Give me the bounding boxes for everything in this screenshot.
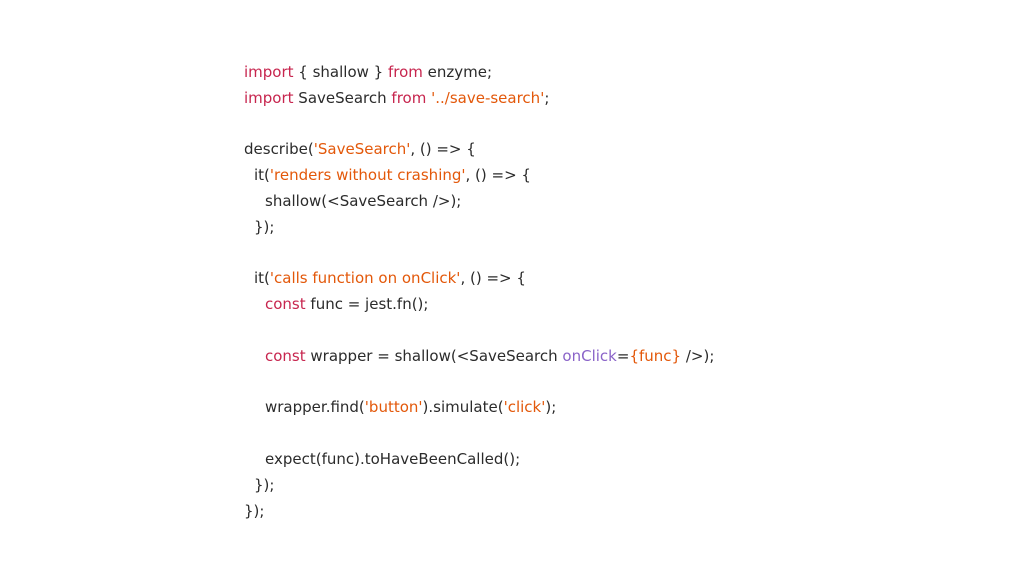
- code-token-plain: expect(func).toHaveBeenCalled();: [265, 449, 521, 468]
- code-token-plain: );: [545, 398, 557, 417]
- code-line: it('calls function on onClick', () => {: [244, 266, 714, 292]
- code-line: wrapper.find('button').simulate('click')…: [244, 395, 714, 421]
- code-line: });: [244, 473, 714, 499]
- code-token-plain: wrapper = shallow(<SaveSearch: [305, 346, 563, 365]
- code-token-plain: SaveSearch: [293, 88, 392, 107]
- code-token-string: 'SaveSearch': [313, 140, 411, 159]
- code-line: [244, 421, 714, 447]
- code-token-plain: });: [244, 501, 265, 520]
- code-token-keyword: import: [244, 88, 294, 107]
- code-line: });: [244, 499, 714, 525]
- code-line: import { shallow } from enzyme;: [244, 60, 714, 86]
- code-token-plain: wrapper.find(: [265, 398, 365, 417]
- code-line: [244, 112, 714, 138]
- code-token-plain: />);: [681, 346, 715, 365]
- code-snippet: import { shallow } from enzyme;import Sa…: [244, 60, 714, 524]
- code-token-plain: { shallow }: [293, 63, 388, 81]
- code-token-string: 'renders without crashing': [269, 166, 466, 185]
- code-token-plain: it(: [254, 269, 270, 288]
- code-token-keyword: const: [265, 346, 306, 365]
- code-line: [244, 318, 714, 344]
- code-line: const wrapper = shallow(<SaveSearch onCl…: [244, 344, 714, 370]
- code-token-plain: ;: [544, 88, 550, 107]
- code-token-plain: =: [616, 346, 630, 365]
- code-line: expect(func).toHaveBeenCalled();: [244, 447, 714, 473]
- code-token-plain: func = jest.fn();: [305, 295, 429, 314]
- code-token-string: 'click': [503, 398, 546, 417]
- code-token-plain: it(: [254, 166, 270, 185]
- code-token-plain: });: [254, 217, 275, 236]
- code-token-plain: , () => {: [460, 269, 526, 288]
- code-token-string: '../save-search': [431, 88, 545, 107]
- code-line: it('renders without crashing', () => {: [244, 163, 714, 189]
- code-token-string: {func}: [629, 346, 682, 365]
- code-line: });: [244, 215, 714, 241]
- code-line: const func = jest.fn();: [244, 292, 714, 318]
- code-token-plain: enzyme;: [422, 63, 493, 81]
- code-token-keyword: const: [265, 295, 306, 314]
- code-token-string: 'calls function on onClick': [269, 269, 461, 288]
- code-token-keyword: from: [387, 63, 423, 81]
- code-line: [244, 241, 714, 267]
- code-token-string: 'button': [364, 398, 423, 417]
- code-token-plain: shallow(<SaveSearch />);: [265, 191, 462, 210]
- code-token-plain: , () => {: [465, 166, 531, 185]
- code-token-keyword: from: [391, 88, 427, 107]
- code-token-plain: describe(: [244, 140, 314, 159]
- code-token-plain: , () => {: [410, 140, 476, 159]
- code-token-keyword: import: [244, 63, 294, 81]
- code-line: shallow(<SaveSearch />);: [244, 189, 714, 215]
- code-line: import SaveSearch from '../save-search';: [244, 86, 714, 112]
- code-line: [244, 370, 714, 396]
- code-line: describe('SaveSearch', () => {: [244, 137, 714, 163]
- code-token-plain: ).simulate(: [422, 398, 504, 417]
- code-token-attribute: onClick: [562, 346, 617, 365]
- code-token-plain: });: [254, 475, 275, 494]
